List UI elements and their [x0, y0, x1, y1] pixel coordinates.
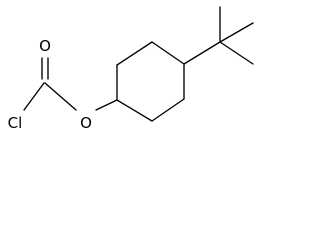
tert-butyl-group [183, 6, 254, 65]
chlorine-label: Cl [8, 114, 23, 132]
chemical-structure: O Cl O [8, 6, 254, 132]
ring-bond-6 [116, 99, 153, 122]
ring-bond-5 [151, 98, 185, 122]
carbon-oxygen-ester-bond [44, 82, 77, 111]
cyclohexane-ring [116, 41, 185, 122]
ring-bond-2 [116, 41, 153, 66]
oxygen-ring-bond [95, 99, 118, 111]
carbon-chlorine-bond [23, 82, 45, 111]
ring-bond-3 [151, 41, 185, 65]
methyl-bond-right [219, 22, 254, 43]
ring-to-quaternary-bond [183, 41, 221, 65]
methyl-bond-down [219, 41, 254, 65]
carbonyl-oxygen-label: O [39, 37, 51, 55]
ester-oxygen-label: O [80, 114, 92, 132]
